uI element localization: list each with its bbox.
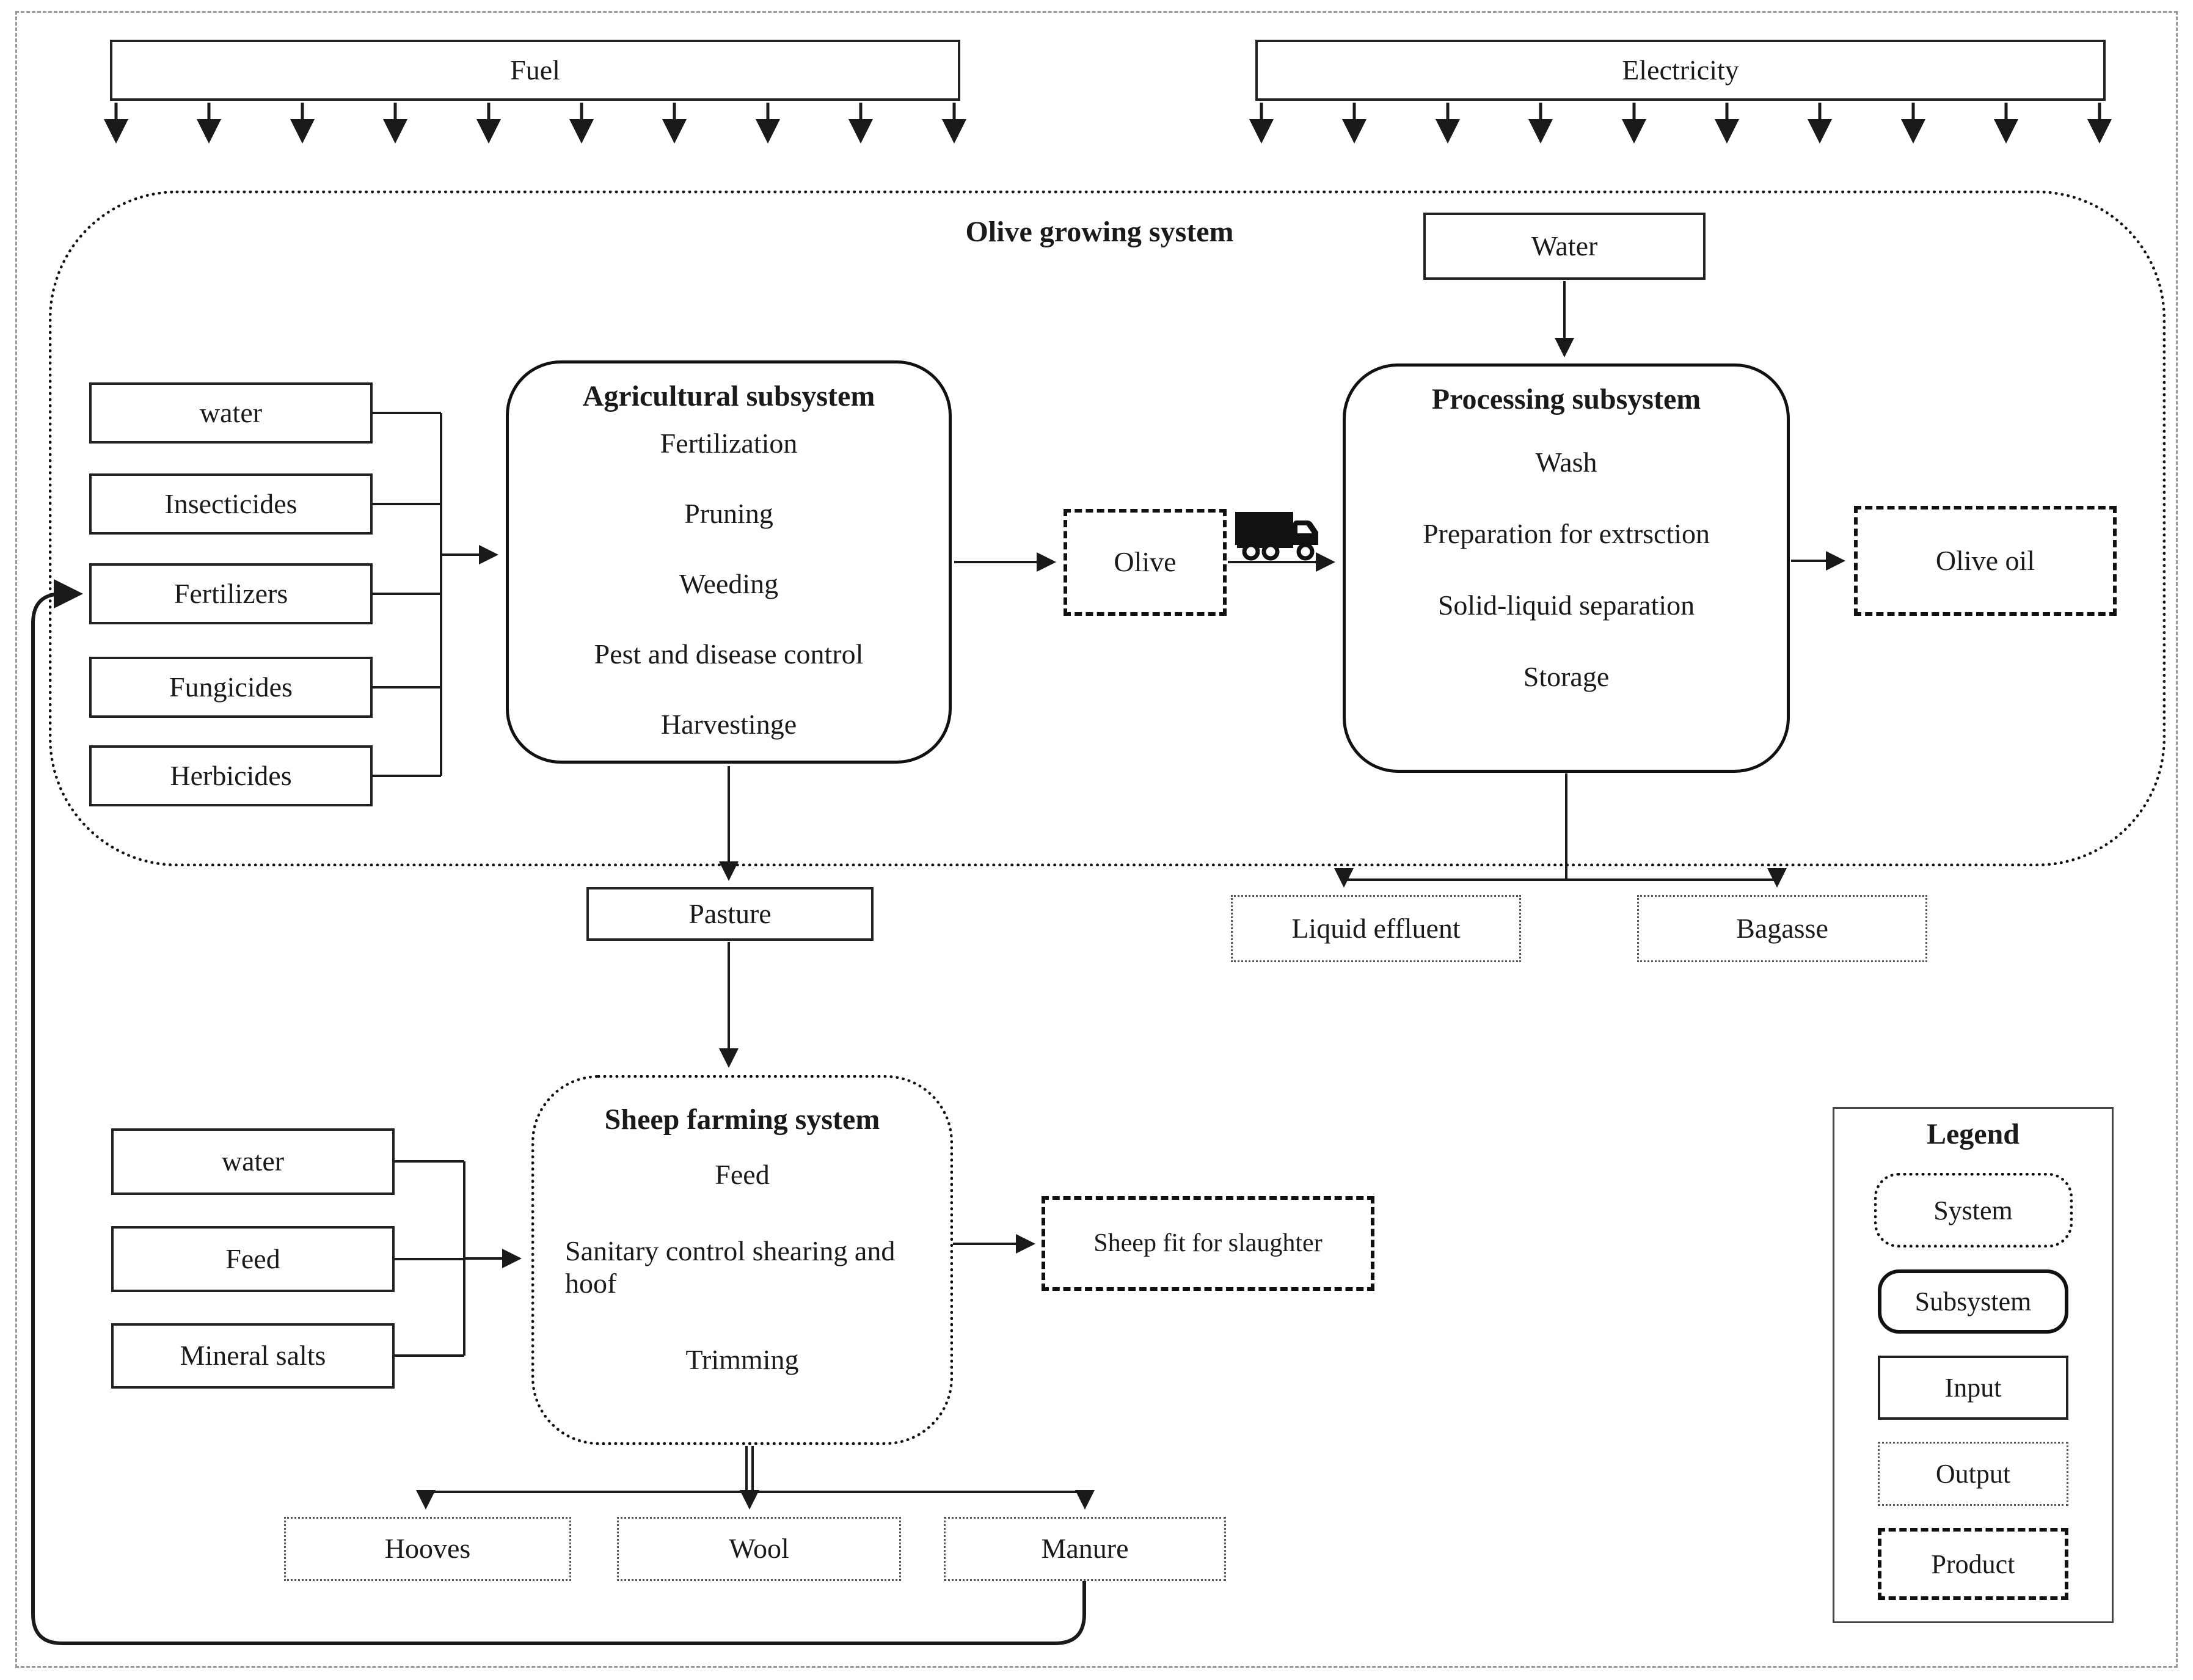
- hooves-output-box: Hooves: [284, 1517, 571, 1581]
- input-box-herbicides: Herbicides: [89, 745, 373, 806]
- electricity-label: Electricity: [1622, 54, 1739, 86]
- sheep-slaughter-label: Sheep fit for slaughter: [1093, 1229, 1323, 1258]
- olive-oil-product-box: Olive oil: [1854, 506, 2117, 616]
- proc-item-separation: Solid-liquid separation: [1437, 589, 1695, 621]
- agri-item-pest-control: Pest and disease control: [594, 638, 864, 670]
- input-box-sheep-water: water: [111, 1128, 395, 1195]
- legend-input-label: Input: [1944, 1373, 2002, 1403]
- olive-growing-system-label: Olive growing system: [965, 216, 1234, 248]
- olive-product-box: Olive: [1064, 509, 1227, 616]
- wool-output-box: Wool: [617, 1517, 901, 1581]
- legend-subsystem-sample: Subsystem: [1878, 1269, 2068, 1334]
- manure-output-box: Manure: [944, 1517, 1226, 1581]
- agri-item-weeding: Weeding: [679, 568, 779, 599]
- legend-output-label: Output: [1935, 1459, 2011, 1489]
- olive-growing-system-boundary: [49, 191, 2166, 866]
- agri-item-fertilization: Fertilization: [660, 428, 798, 459]
- legend-system-sample: System: [1874, 1173, 2073, 1247]
- water-processing-input-box: Water: [1423, 213, 1706, 280]
- sheep-slaughter-product-box: Sheep fit for slaughter: [1042, 1196, 1374, 1291]
- sheep-farming-system-title: Sheep farming system: [604, 1103, 880, 1136]
- agricultural-subsystem-title: Agricultural subsystem: [582, 380, 875, 412]
- input-box-mineral-salts: Mineral salts: [111, 1323, 395, 1389]
- pasture-box: Pasture: [586, 887, 874, 941]
- input-label-water: water: [199, 396, 263, 428]
- fuel-input-box: Fuel: [110, 40, 960, 101]
- input-box-water: water: [89, 382, 373, 444]
- legend-system-label: System: [1933, 1195, 2013, 1225]
- legend: Legend System Subsystem Input Output Pro…: [1833, 1107, 2114, 1623]
- bagasse-label: Bagasse: [1736, 912, 1828, 944]
- sheep-item-feed: Feed: [715, 1159, 770, 1190]
- legend-input-sample: Input: [1878, 1356, 2068, 1420]
- legend-subsystem-label: Subsystem: [1914, 1287, 2032, 1317]
- sheep-item-sanitary: Sanitary control shearing and hoof: [565, 1235, 896, 1299]
- legend-product-label: Product: [1931, 1549, 2015, 1579]
- input-label-sheep-feed: Feed: [225, 1243, 280, 1274]
- proc-item-storage: Storage: [1523, 660, 1610, 692]
- olive-product-label: Olive: [1114, 546, 1177, 578]
- agricultural-subsystem-box: Agricultural subsystem Fertilization Pru…: [506, 360, 952, 764]
- legend-product-sample: Product: [1878, 1528, 2068, 1600]
- electricity-input-box: Electricity: [1255, 40, 2106, 101]
- olive-oil-label: Olive oil: [1935, 544, 2035, 576]
- input-box-fungicides: Fungicides: [89, 657, 373, 718]
- input-label-herbicides: Herbicides: [170, 759, 292, 791]
- fuel-label: Fuel: [510, 54, 560, 86]
- hooves-label: Hooves: [384, 1533, 471, 1565]
- pasture-label: Pasture: [688, 897, 772, 929]
- liquid-effluent-label: Liquid effluent: [1291, 912, 1461, 944]
- input-label-fungicides: Fungicides: [169, 671, 293, 703]
- sheep-farming-system-box: Sheep farming system Feed Sanitary contr…: [531, 1075, 953, 1445]
- processing-subsystem-box: Processing subsystem Wash Preparation fo…: [1343, 363, 1790, 773]
- bagasse-output-box: Bagasse: [1637, 895, 1927, 962]
- agri-item-harvesting: Harvestinge: [660, 708, 797, 740]
- legend-title: Legend: [1926, 1118, 2020, 1150]
- legend-output-sample: Output: [1878, 1442, 2068, 1506]
- processing-subsystem-title: Processing subsystem: [1431, 383, 1701, 415]
- agri-item-pruning: Pruning: [684, 498, 773, 530]
- input-label-insecticides: Insecticides: [164, 488, 297, 519]
- input-box-fertilizers: Fertilizers: [89, 563, 373, 624]
- input-box-sheep-feed: Feed: [111, 1226, 395, 1292]
- wool-label: Wool: [729, 1533, 789, 1565]
- proc-item-preparation: Preparation for extrsction: [1422, 518, 1710, 550]
- input-box-insecticides: Insecticides: [89, 473, 373, 535]
- water-processing-label: Water: [1531, 230, 1598, 261]
- proc-item-wash: Wash: [1535, 447, 1597, 478]
- outer-dashed-frame: [15, 11, 2178, 1668]
- liquid-effluent-output-box: Liquid effluent: [1231, 895, 1521, 962]
- input-label-mineral-salts: Mineral salts: [180, 1340, 326, 1371]
- sheep-item-trimming: Trimming: [685, 1344, 799, 1375]
- manure-label: Manure: [1041, 1533, 1129, 1565]
- input-label-fertilizers: Fertilizers: [173, 577, 288, 609]
- input-label-sheep-water: water: [221, 1145, 285, 1177]
